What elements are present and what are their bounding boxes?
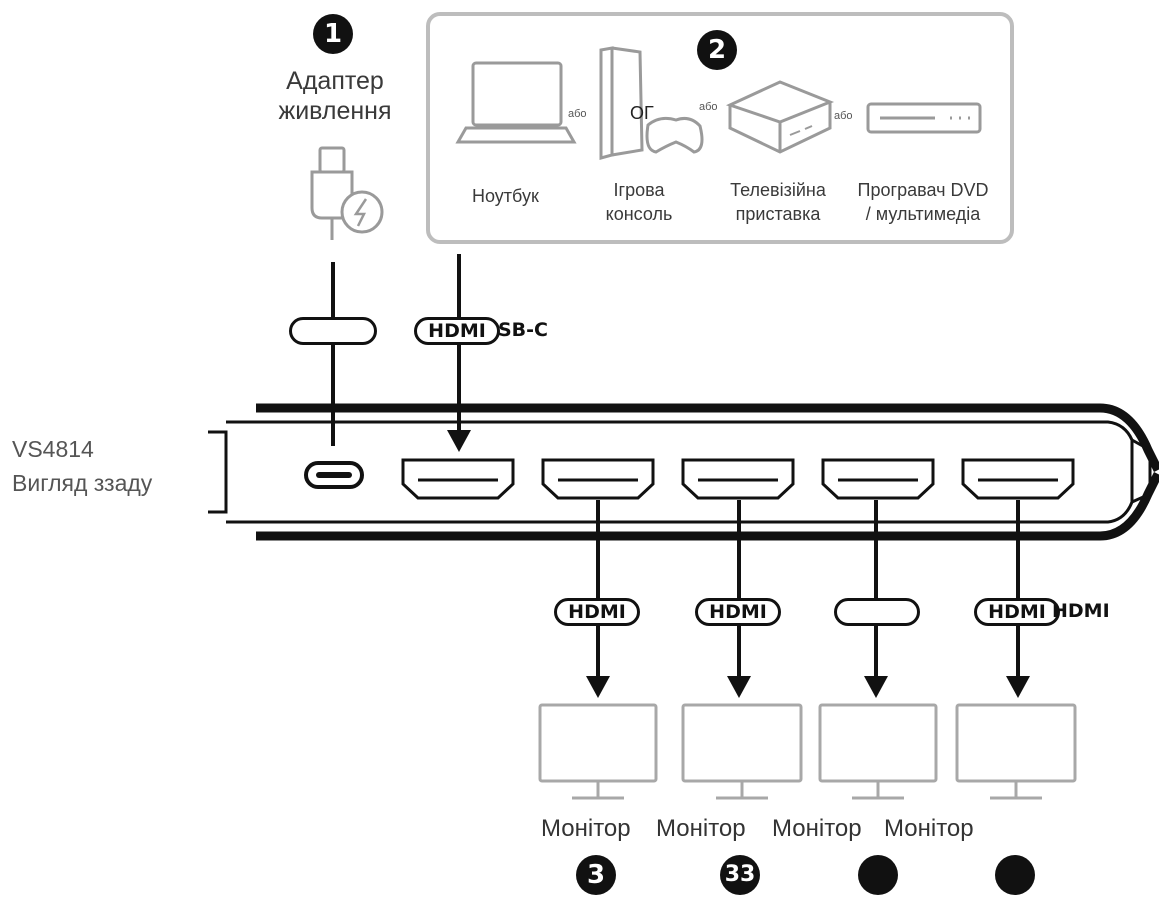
- step-3-badge-monitor-2: 33: [720, 855, 760, 895]
- laptop-label: Ноутбук: [472, 186, 539, 206]
- power-adapter-icon: [310, 146, 384, 240]
- set-top-box-label: Телевізійна приставка: [716, 178, 840, 226]
- dvd-player-label-line1: Програвач DVD: [857, 180, 989, 200]
- device-model: VS4814: [12, 436, 94, 462]
- monitor-label-3: Монітор: [772, 815, 862, 842]
- set-top-box-label-line1: Телевізійна: [730, 180, 826, 200]
- monitor-icon-1: [538, 703, 658, 800]
- power-cable-connector: [289, 317, 377, 345]
- output-cable-2: [727, 500, 751, 698]
- game-console-label-line2: консоль: [605, 204, 673, 224]
- step-3-badge-monitor-4: [995, 855, 1035, 895]
- input-cable-connector: HDMI: [414, 317, 500, 345]
- laptop-icon: [455, 61, 577, 144]
- game-console-icon: [599, 46, 704, 160]
- step-3-badge-monitor-1: 3: [576, 855, 616, 895]
- hdmi-output-port-1: [541, 458, 655, 500]
- hdmi-output-port-2: [681, 458, 795, 500]
- monitor-label-2: Монітор: [656, 815, 746, 842]
- monitor-icon-2: [681, 703, 803, 800]
- device-view: Вигляд ззаду: [12, 470, 153, 496]
- set-top-box-icon: [725, 80, 835, 154]
- switch-device-rear: [208, 403, 1159, 541]
- input-cable-suffix: SB-C: [498, 319, 548, 341]
- output-cable-3: [864, 500, 888, 698]
- power-adapter-label-line1: Адаптер: [286, 67, 384, 95]
- game-console-label-line1: Ігрова: [613, 180, 665, 200]
- set-top-box-label-line2: приставка: [735, 204, 821, 224]
- step-1-badge: 1: [313, 14, 353, 54]
- output-cable-4-suffix: HDMI: [1052, 600, 1110, 622]
- output-cable-1-connector: HDMI: [554, 598, 640, 626]
- hdmi-input-port: [401, 458, 515, 500]
- hdmi-output-port-4: [961, 458, 1075, 500]
- or-separator-2: або: [699, 101, 718, 113]
- or-separator-3: або: [834, 110, 853, 122]
- power-adapter-label: Адаптер живлення: [270, 66, 400, 126]
- power-adapter-label-line2: живлення: [278, 97, 392, 125]
- dvd-player-label-line2: / мультимедіа: [865, 204, 981, 224]
- output-cable-2-connector: HDMI: [695, 598, 781, 626]
- output-cable-3-connector: [834, 598, 920, 626]
- hdmi-output-port-3: [821, 458, 935, 500]
- monitor-label-4: Монітор: [884, 815, 974, 842]
- monitor-icon-4: [955, 703, 1077, 800]
- output-cable-4-connector: HDMI: [974, 598, 1060, 626]
- output-cable-4: [1006, 500, 1030, 698]
- step-3-badge-monitor-3: [858, 855, 898, 895]
- game-console-label: Ігрова консоль: [603, 178, 675, 226]
- source-devices-panel: [426, 12, 1014, 244]
- or-separator-1: або: [568, 108, 587, 120]
- monitor-icon-3: [818, 703, 938, 800]
- step-2-badge: 2: [697, 30, 737, 70]
- dvd-player-icon: [866, 102, 982, 134]
- device-label: VS4814 Вигляд ззаду: [12, 432, 152, 500]
- console-overlay-text: ОГ: [630, 103, 654, 123]
- monitor-label-1: Монітор: [541, 815, 631, 842]
- output-cable-1: [586, 500, 610, 698]
- dvd-player-label: Програвач DVD / мультимедіа: [846, 178, 1000, 226]
